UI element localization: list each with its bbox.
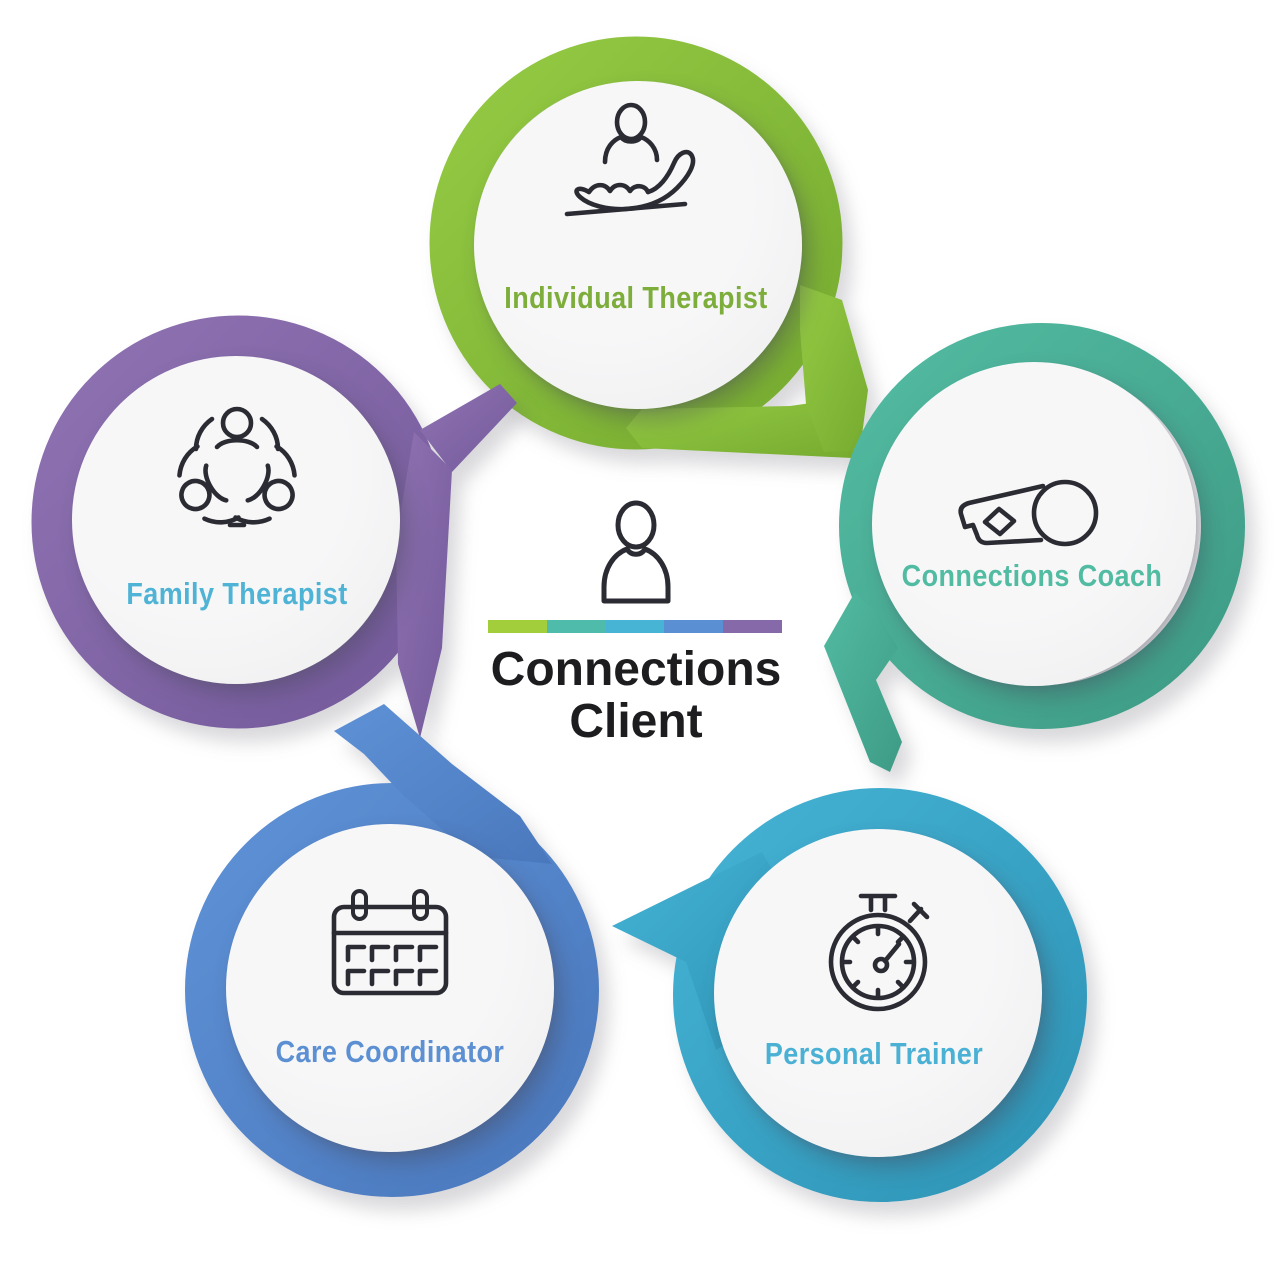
disc-care-coordinator (226, 824, 554, 1152)
center-client-group (436, 498, 836, 613)
person-icon (601, 500, 671, 604)
ring-individual-therapist (429, 36, 868, 458)
label-personal-trainer: Personal Trainer (764, 1036, 984, 1071)
ring-care-coordinator (185, 704, 599, 1197)
calendar-icon (331, 889, 449, 996)
legend-segment-purple (723, 620, 782, 633)
label-connections-coach: Connections Coach (901, 558, 1163, 593)
label-care-coordinator: Care Coordinator (275, 1034, 505, 1069)
ring-connections-coach (824, 323, 1245, 772)
stopwatch-icon (828, 893, 930, 1012)
family-group-icon (162, 406, 312, 543)
legend-segment-green (488, 620, 547, 633)
legend-segment-teal (546, 620, 606, 633)
ring-family-therapist (31, 315, 517, 738)
label-family-therapist: Family Therapist (126, 576, 348, 611)
label-individual-therapist: Individual Therapist (504, 280, 768, 315)
color-legend-bar (488, 620, 782, 633)
hand-holding-person-icon (564, 102, 696, 217)
center-title-line1: Connections (490, 643, 782, 696)
legend-segment-blue (664, 620, 724, 633)
whistle-icon (958, 479, 1099, 547)
center-title-line2: Client (569, 694, 703, 748)
center-title: Connections Client (436, 644, 836, 748)
legend-segment-cyan (605, 620, 665, 633)
